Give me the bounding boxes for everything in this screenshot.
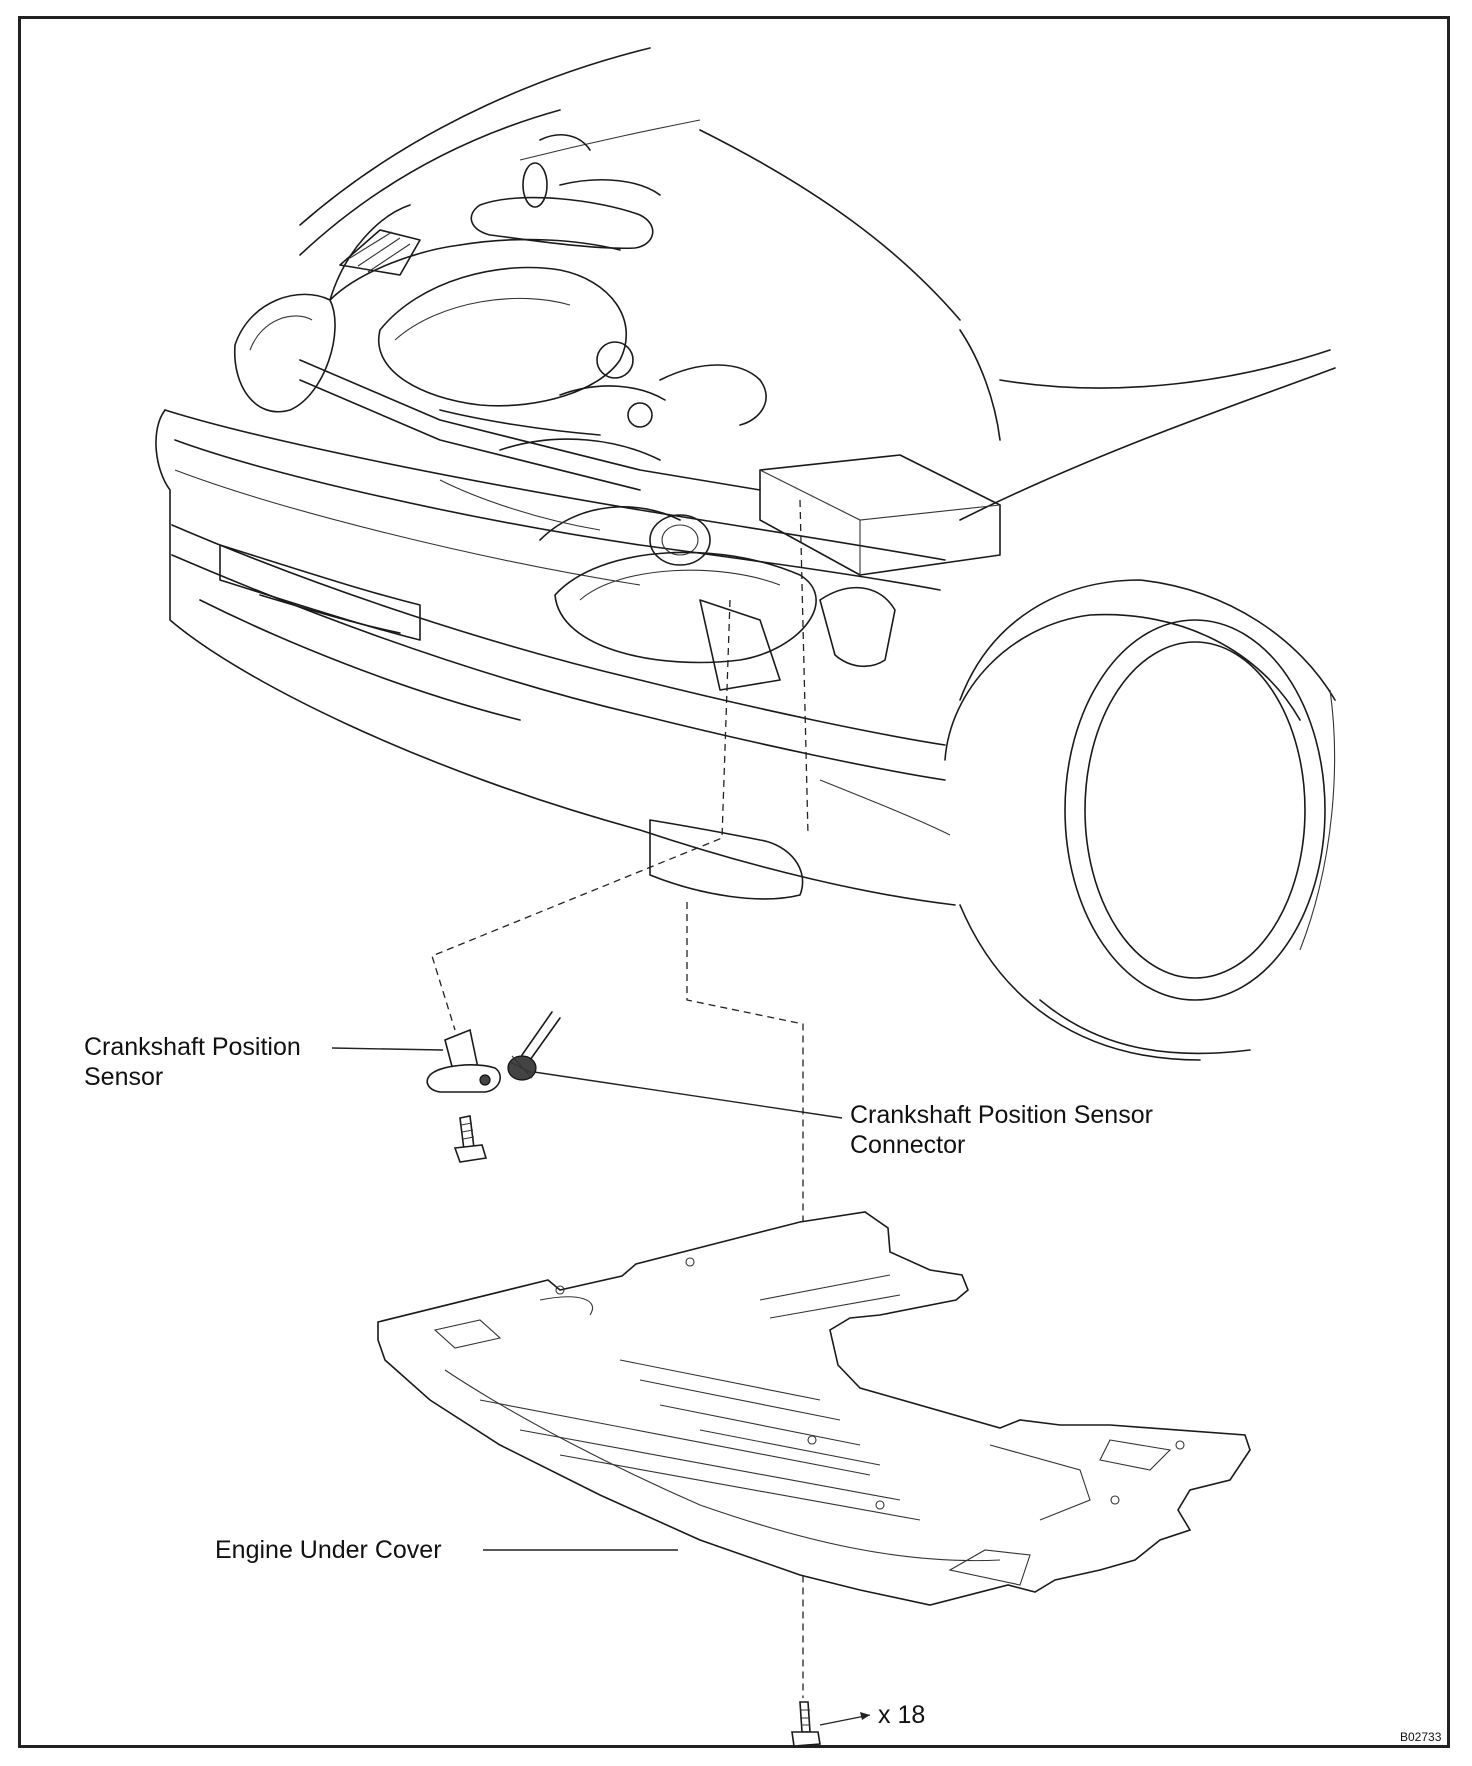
sensor-bolt-head <box>453 1144 488 1163</box>
sensor-connector-label-line-2: Connector <box>850 1131 966 1159</box>
sensor-connector-label: Crankshaft Position Sensor Connector <box>850 1100 1153 1160</box>
crankshaft-sensor-label-line-2: Sensor <box>84 1063 164 1091</box>
sensor-connector <box>507 1011 561 1081</box>
crankshaft-sensor-label-line-1: Crankshaft Position <box>84 1033 301 1061</box>
leader-lines <box>331 1047 871 1726</box>
cover-vent-right <box>948 1549 1031 1586</box>
cover-vent-left <box>433 1319 502 1349</box>
sensor-bolt-shank <box>459 1115 475 1151</box>
sensor-connector-label-line-1: Crankshaft Position Sensor <box>850 1101 1153 1129</box>
engine-under-cover <box>377 1211 1251 1606</box>
under-cover-bolt <box>791 1701 821 1747</box>
engine-under-cover-label: Engine Under Cover <box>215 1536 442 1564</box>
car-front-illustration <box>155 47 1336 1061</box>
crankshaft-sensor-assembly <box>426 1028 501 1163</box>
bolt-count-label: x 18 <box>878 1701 926 1729</box>
crankshaft-sensor-label: Crankshaft Position Sensor <box>84 1032 301 1092</box>
figure-code: B02733 <box>1400 1730 1442 1744</box>
sensor-flange <box>426 1064 501 1093</box>
